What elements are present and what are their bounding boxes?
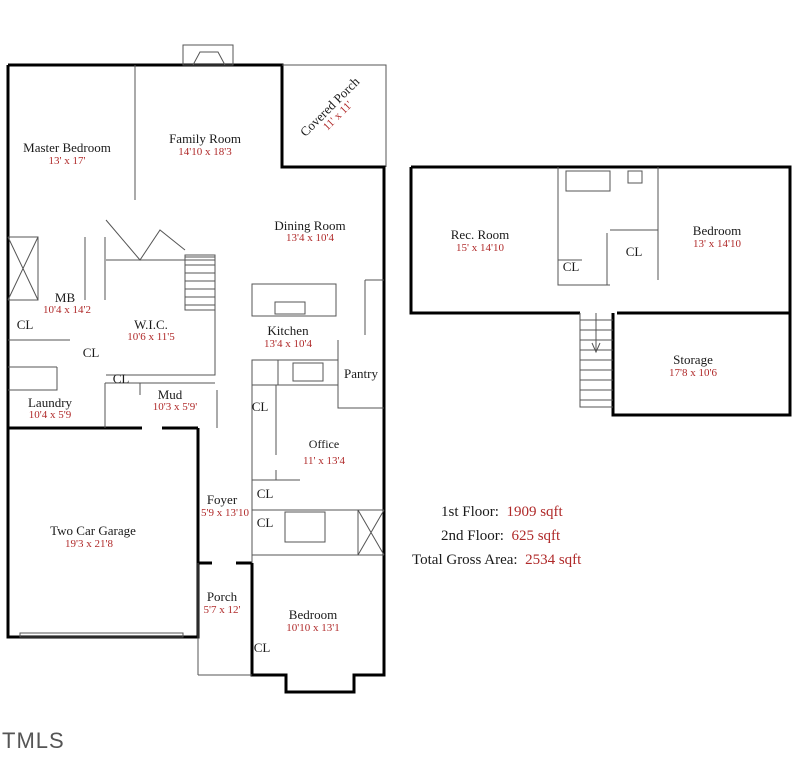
- room-dims-family-room: 14'10 x 18'3: [178, 146, 232, 158]
- room-dims-storage: 17'8 x 10'6: [669, 367, 717, 379]
- room-label-pantry: Pantry: [344, 366, 378, 381]
- room-label-bedroom: Bedroom: [288, 607, 338, 622]
- room-label-bedroom-2: Bedroom: [692, 223, 742, 238]
- room-label-master-bedroom: Master Bedroom: [23, 140, 111, 155]
- room-label-rec-room: Rec. Room: [450, 227, 510, 242]
- room-dims-kitchen: 13'4 x 10'4: [264, 338, 312, 350]
- area-total: Total Gross Area: 2534 sqft: [412, 552, 581, 569]
- first-floor-label: 1st Floor:: [441, 504, 499, 520]
- second-floor-label: 2nd Floor:: [441, 528, 504, 544]
- closet-label: CL: [562, 259, 580, 274]
- room-dims-office: 11' x 13'4: [302, 455, 346, 467]
- room-label-foyer: Foyer: [206, 492, 238, 507]
- closet-label: CL: [16, 317, 34, 332]
- room-dims-mb: 10'4 x 14'2: [43, 304, 91, 316]
- closet-label: CL: [82, 345, 100, 360]
- room-dims-master-bedroom: 13' x 17': [48, 155, 86, 167]
- first-floor-value: 1909 sqft: [506, 504, 563, 520]
- closet-label: CL: [256, 515, 274, 530]
- closet-label: CL: [251, 399, 269, 414]
- room-label-two-car-garage: Two Car Garage: [50, 523, 136, 538]
- room-dims-two-car-garage: 19'3 x 21'8: [65, 538, 113, 550]
- room-dims-bedroom: 10'10 x 13'1: [286, 622, 340, 634]
- closet-label: CL: [112, 371, 130, 386]
- room-label-mb: MB: [54, 290, 76, 305]
- room-label-laundry: Laundry: [27, 395, 73, 410]
- room-label-mud: Mud: [157, 387, 183, 402]
- room-dims-laundry: 10'4 x 5'9: [28, 409, 72, 421]
- room-dims-foyer: 5'9 x 13'10: [201, 507, 249, 519]
- watermark: TMLS: [2, 728, 65, 753]
- room-dims-mud: 10'3 x 5'9': [152, 401, 198, 413]
- room-label-office: Office: [308, 437, 340, 451]
- room-dims-wic: 10'6 x 11'5: [127, 331, 175, 343]
- closet-label: CL: [253, 640, 271, 655]
- room-label-kitchen: Kitchen: [267, 323, 309, 338]
- room-dims-dining-room: 13'4 x 10'4: [286, 232, 334, 244]
- area-second-floor: 2nd Floor: 625 sqft: [441, 528, 560, 545]
- room-dims-porch: 5'7 x 12': [203, 604, 241, 616]
- room-label-porch: Porch: [206, 589, 238, 604]
- room-dims-rec-room: 15' x 14'10: [456, 242, 504, 254]
- closet-label: CL: [625, 244, 643, 259]
- total-value: 2534 sqft: [525, 552, 582, 568]
- closet-label: CL: [256, 486, 274, 501]
- room-label-dining-room: Dining Room: [274, 218, 346, 233]
- second-floor-value: 625 sqft: [511, 528, 561, 544]
- room-label-storage: Storage: [673, 352, 713, 367]
- room-label-wic: W.I.C.: [134, 317, 168, 332]
- room-label-family-room: Family Room: [169, 131, 241, 146]
- total-label: Total Gross Area:: [412, 552, 518, 568]
- room-dims-bedroom-2: 13' x 14'10: [693, 238, 741, 250]
- area-first-floor: 1st Floor: 1909 sqft: [441, 504, 563, 521]
